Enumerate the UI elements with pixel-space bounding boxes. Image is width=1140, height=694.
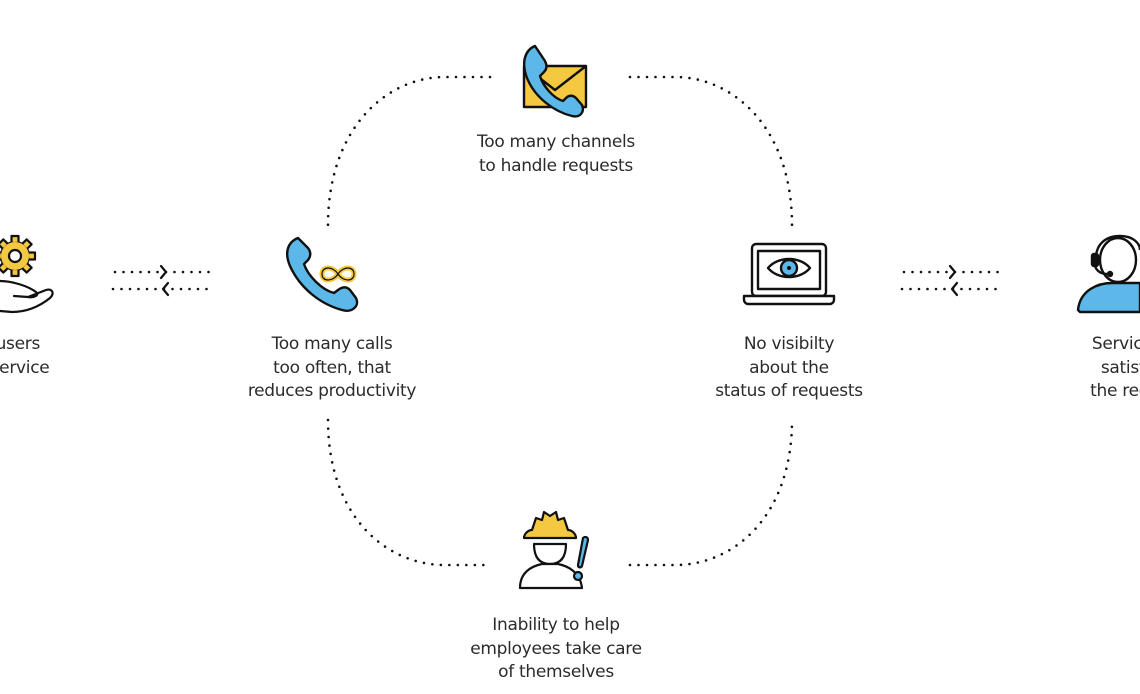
node-label-service-desk: Service d satisfie the reque (1090, 333, 1140, 404)
label-line: Too many channels (477, 132, 635, 152)
label-line: status of requests (715, 381, 863, 401)
phone-infinity-icon (286, 236, 359, 312)
phone-envelope-icon (522, 44, 588, 118)
label-line: to handle requests (479, 155, 633, 176)
label-line: too often, that (273, 357, 391, 378)
label-line: reduces productivity (247, 381, 417, 401)
label-line: satisfie (1100, 357, 1140, 378)
laptop-eye-icon (742, 242, 836, 306)
arrow-right-icon (948, 264, 957, 280)
node-label-too-many-calls: Too many calls too often, that reduces p… (247, 333, 417, 404)
node-label-too-many-channels: Too many channels to handle requests (477, 131, 635, 178)
arrow-left-icon (950, 281, 959, 297)
label-line: of themselves (498, 662, 614, 682)
connector-calls-to-selfhelp (326, 418, 492, 567)
label-line: Too many calls (271, 334, 393, 354)
arrow-left-icon (161, 281, 170, 297)
node-label-no-visibility: No visibilty about the status of request… (715, 333, 863, 404)
hand-gear-icon (0, 234, 54, 314)
arrow-right-icon (159, 264, 168, 280)
worker-alert-icon (518, 510, 590, 590)
connector-calls-to-channels (326, 75, 492, 227)
label-line: Service d (1091, 334, 1140, 354)
headset-agent-icon (1076, 234, 1140, 314)
label-line: Inability to help (492, 615, 620, 635)
label-line: No visibilty (743, 334, 835, 354)
connector-selfhelp-to-visibility (628, 418, 794, 567)
label-line: about the (749, 357, 829, 378)
connector-channels-to-visibility (628, 75, 794, 227)
label-line: d users (0, 334, 41, 354)
label-line: employees take care (470, 638, 642, 659)
label-line: the reque (1090, 381, 1140, 401)
node-label-inability-self-help: Inability to help employees take care of… (470, 614, 642, 685)
